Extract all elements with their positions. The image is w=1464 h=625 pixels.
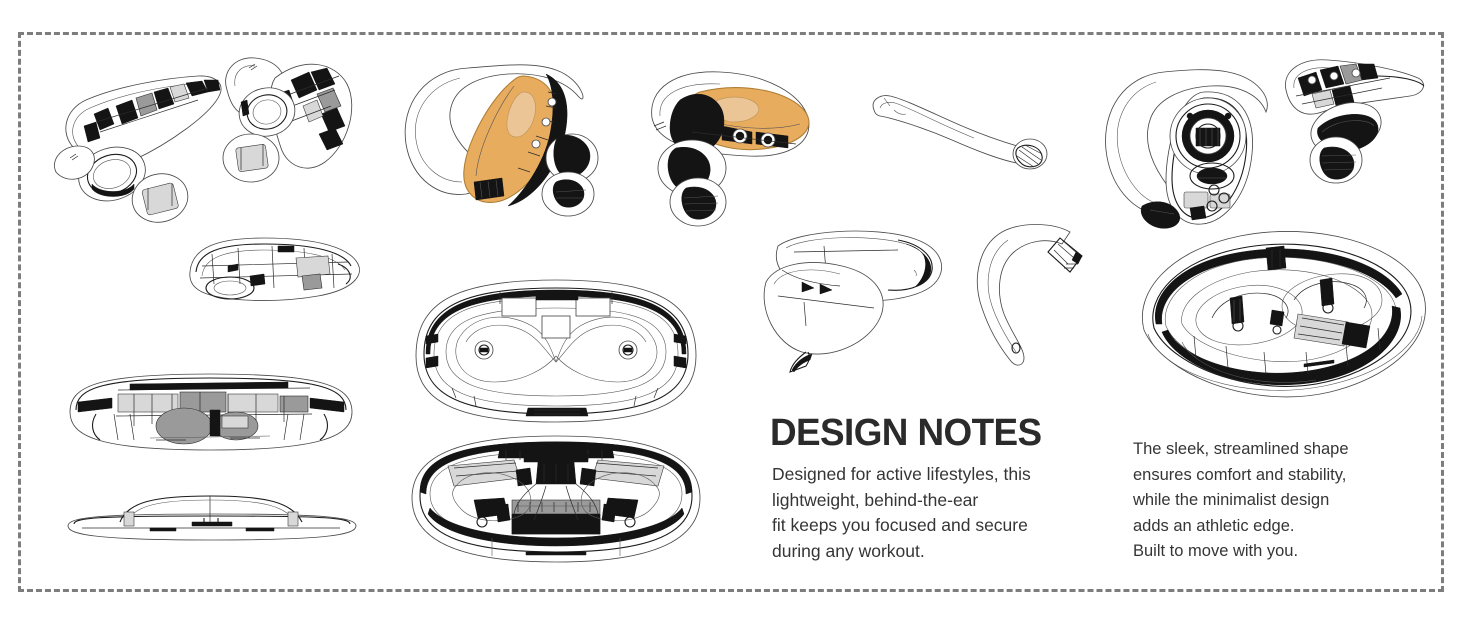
- sketch-earhook-band-iso: [748, 226, 963, 381]
- design-notes-heading: DESIGN NOTES: [770, 412, 1042, 454]
- side-notes-line: while the minimalist design: [1133, 491, 1330, 509]
- sketch-case-open-center: [396, 270, 716, 580]
- sketch-case-section-internals: [60, 368, 360, 456]
- design-notes-line: lightweight, behind-the-ear: [772, 489, 979, 510]
- sketch-earbud-xray-right-a: [1098, 58, 1278, 243]
- design-notes-body: Designed for active lifestyles, this lig…: [772, 462, 1102, 564]
- sketch-stem-arm-profile: [866, 88, 1051, 170]
- sketch-case-iso-wireframe: [168, 232, 368, 310]
- design-notes-line: during any workout.: [772, 540, 925, 561]
- side-notes-line: Built to move with you.: [1133, 542, 1299, 560]
- sketch-earbud-orange-angled: [636, 62, 836, 227]
- sketch-earbud-xray-left-b: [215, 50, 360, 195]
- design-notes-line: fit keeps you focused and secure: [772, 515, 1028, 535]
- side-notes-line: The sleek, streamlined shape: [1133, 440, 1349, 458]
- side-notes-line: ensures comfort and stability,: [1133, 465, 1347, 484]
- sketch-earbud-xray-left-a: [48, 48, 248, 233]
- sketch-earbud-orange-hook: [396, 52, 606, 217]
- side-notes-line: adds an athletic edge.: [1133, 516, 1295, 535]
- sketch-case-closed-profile: [62, 488, 362, 548]
- sketch-earhook-profile: [970, 222, 1085, 372]
- design-notes-line: Designed for active lifestyles, this: [772, 464, 1031, 484]
- sketch-earbud-xray-right-b: [1272, 56, 1432, 186]
- side-notes-body: The sleek, streamlined shape ensures com…: [1133, 437, 1433, 565]
- sketch-case-open-iso-right: [1134, 226, 1434, 416]
